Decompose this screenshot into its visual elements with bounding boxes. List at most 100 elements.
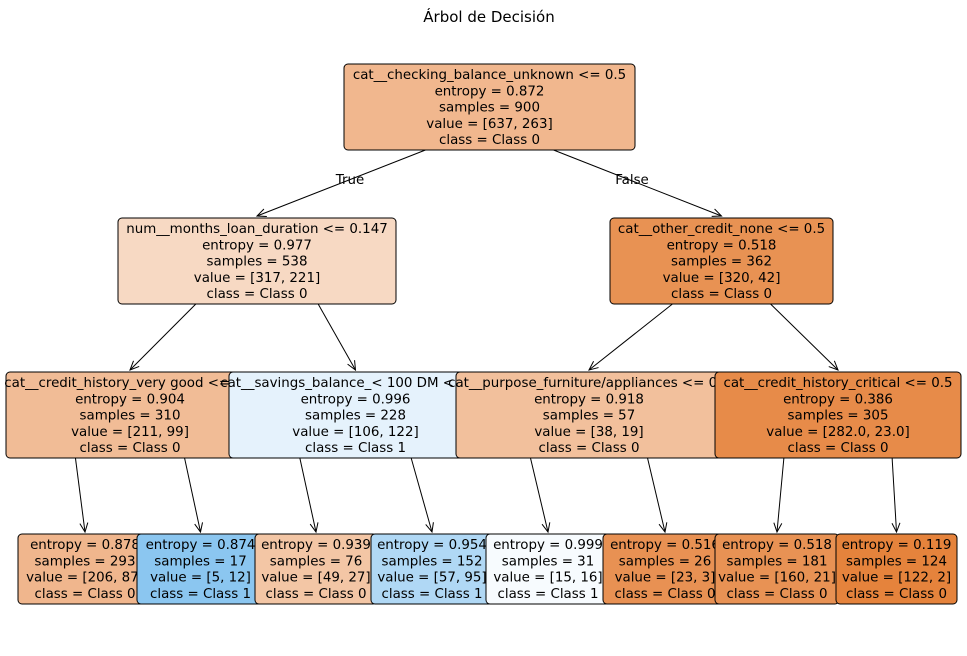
node-text-line: samples = 362 [671, 255, 772, 270]
arrowhead-n10 [425, 522, 434, 534]
node-text-line: class = Class 1 [305, 441, 406, 456]
node-text-line: value = [282.0, 23.0] [766, 425, 909, 440]
edge-n4-n9 [299, 457, 317, 533]
node-text-line: value = [23, 3] [615, 571, 716, 586]
node-text-line: entropy = 0.939 [261, 538, 371, 553]
node-text-line: class = Class 0 [788, 441, 889, 456]
node-text-line: value = [106, 122] [292, 425, 418, 440]
arrowhead-n9 [309, 522, 319, 534]
arrowhead-n11 [541, 522, 551, 534]
node-text-line: num__months_loan_duration <= 0.147 [126, 222, 387, 237]
node-box [714, 371, 962, 459]
node-text-line: entropy = 0.518 [722, 538, 832, 553]
arrowhead-n3 [129, 360, 140, 371]
arrowhead-n1 [255, 208, 267, 217]
tree-edges [74, 149, 901, 534]
node-text-line: entropy = 0.874 [146, 538, 256, 553]
node-text-line: samples = 57 [543, 409, 635, 424]
node-text-line: class = Class 0 [207, 287, 308, 302]
node-text-line: samples = 152 [382, 554, 483, 569]
node-text-line: entropy = 0.996 [301, 392, 411, 407]
edge-n3-n7 [74, 457, 86, 533]
node-text-line: class = Class 1 [382, 587, 483, 602]
arrowhead-n8 [194, 522, 204, 534]
node-text-line: value = [317, 221] [194, 271, 320, 286]
tree-node-n4: cat__savings_balance_< 100 DM <= 0.5entr… [220, 371, 491, 459]
node-text-line: cat__credit_history_very good <= 0.5 [4, 376, 255, 391]
node-text-line: entropy = 0.872 [435, 84, 545, 99]
node-text-line: samples = 228 [305, 409, 406, 424]
edge-n2-n5 [588, 303, 673, 371]
node-text-line: cat__savings_balance_< 100 DM <= 0.5 [220, 376, 491, 391]
node-text-line: entropy = 0.386 [783, 392, 893, 407]
arrowhead-n13 [773, 522, 783, 534]
node-text-line: class = Class 0 [539, 441, 640, 456]
node-text-line: entropy = 0.518 [667, 238, 777, 253]
node-text-line: value = [122, 2] [842, 571, 951, 586]
node-text-line: entropy = 0.119 [842, 538, 952, 553]
node-text-line: samples = 181 [727, 554, 828, 569]
arrowhead-n6 [828, 360, 839, 371]
node-text-line: class = Class 1 [498, 587, 599, 602]
node-text-line: class = Class 0 [266, 587, 367, 602]
node-text-line: class = Class 0 [846, 587, 947, 602]
node-text-line: samples = 293 [35, 554, 136, 569]
arrowhead-n14 [891, 522, 901, 534]
node-text-line: samples = 124 [846, 554, 947, 569]
node-text-line: value = [160, 21] [718, 571, 836, 586]
node-box [835, 533, 958, 605]
node-text-line: samples = 17 [154, 554, 246, 569]
node-text-line: class = Class 0 [727, 587, 828, 602]
arrowhead-n4 [347, 360, 357, 372]
node-text-line: class = Class 0 [671, 287, 772, 302]
node-text-line: value = [637, 263] [426, 117, 552, 132]
diagram-title: Árbol de Decisión [423, 7, 554, 26]
node-text-line: value = [206, 87] [26, 571, 144, 586]
arrowhead-n2 [711, 208, 723, 217]
node-text-line: value = [211, 99] [71, 425, 189, 440]
node-text-line: entropy = 0.999 [493, 538, 603, 553]
node-text-line: entropy = 0.878 [30, 538, 140, 553]
node-text-line: samples = 26 [619, 554, 711, 569]
edge-n4-n10 [410, 457, 433, 533]
arrowhead-n7 [79, 522, 89, 534]
node-box [117, 217, 397, 305]
node-text-line: cat__credit_history_critical <= 0.5 [723, 376, 952, 391]
node-text-line: samples = 310 [80, 409, 181, 424]
node-text-line: samples = 76 [270, 554, 362, 569]
edge-label-false: False [615, 173, 649, 188]
node-text-line: value = [49, 27] [261, 571, 370, 586]
edge-n6-n14 [891, 457, 897, 533]
edge-n6-n13 [776, 457, 785, 533]
node-text-line: value = [38, 19] [534, 425, 643, 440]
edge-n5-n12 [647, 457, 666, 533]
arrowhead-n12 [658, 522, 668, 534]
node-text-line: class = Class 0 [615, 587, 716, 602]
node-text-line: samples = 31 [502, 554, 594, 569]
node-text-line: cat__other_credit_none <= 0.5 [618, 222, 825, 237]
tree-node-n5: cat__purpose_furniture/appliances <= 0.5… [448, 371, 730, 459]
edge-n1-n4 [317, 303, 356, 371]
node-box [609, 217, 834, 305]
tree-node-n1: num__months_loan_duration <= 0.147entrop… [117, 217, 397, 305]
tree-node-n0: cat__checking_balance_unknown <= 0.5entr… [343, 63, 636, 151]
edge-n3-n8 [184, 457, 201, 533]
node-text-line: class = Class 1 [150, 587, 251, 602]
node-text-line: entropy = 0.516 [610, 538, 720, 553]
node-text-line: value = [57, 95] [377, 571, 486, 586]
node-text-line: entropy = 0.918 [534, 392, 644, 407]
node-text-line: cat__checking_balance_unknown <= 0.5 [353, 68, 626, 83]
node-text-line: samples = 538 [207, 255, 308, 270]
edge-n2-n6 [770, 303, 839, 371]
edge-n1-n3 [129, 303, 197, 371]
node-text-line: value = [5, 12] [150, 571, 251, 586]
node-text-line: cat__purpose_furniture/appliances <= 0.5 [448, 376, 730, 391]
